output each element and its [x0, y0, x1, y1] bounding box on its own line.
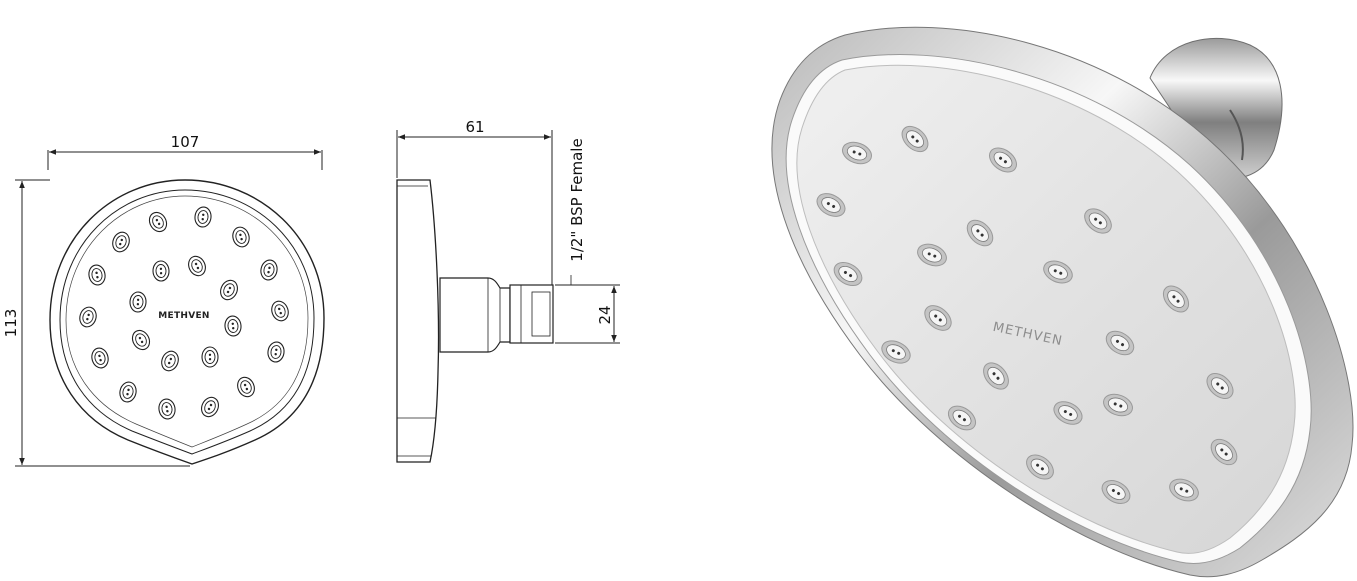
render-nozzle	[1162, 285, 1190, 313]
depth-dimension-label: 61	[465, 118, 484, 136]
render-nozzle	[1053, 401, 1083, 425]
front-nozzle	[237, 376, 255, 398]
head-outline-face	[65, 195, 309, 448]
front-nozzle	[79, 306, 97, 328]
render-face	[796, 64, 1296, 554]
front-nozzle	[161, 350, 179, 372]
front-nozzle	[148, 211, 168, 233]
render-nozzle	[924, 305, 952, 331]
head-outline-inner	[59, 189, 315, 455]
front-nozzle	[220, 279, 238, 301]
height-dimension-label: 113	[2, 309, 20, 338]
width-dimension-label: 107	[171, 133, 200, 151]
front-nozzle	[88, 264, 106, 286]
render-nozzle	[983, 362, 1009, 390]
render-nozzle	[917, 243, 947, 267]
render-nozzle	[1043, 260, 1073, 284]
front-nozzle	[129, 291, 147, 313]
render-nozzle	[1206, 373, 1234, 399]
render-nozzle	[901, 125, 929, 153]
render-nozzle	[816, 193, 846, 217]
front-nozzle	[267, 341, 285, 363]
front-nozzle	[271, 300, 289, 322]
front-nozzle	[224, 315, 242, 337]
product-render: METHVEN	[771, 26, 1354, 578]
head-outline-outer	[49, 179, 325, 465]
front-nozzles	[79, 206, 289, 420]
front-nozzle	[91, 347, 109, 369]
render-nozzle	[1103, 393, 1133, 417]
render-nozzle	[841, 141, 873, 165]
side-view: 61 24 1/2" BSP Female	[396, 118, 620, 463]
render-nozzle	[833, 261, 863, 287]
render-nozzle	[1169, 478, 1199, 502]
front-nozzle	[232, 226, 250, 248]
front-view: 107 113 METHVEN	[2, 133, 325, 467]
front-nozzle	[158, 398, 176, 420]
connector-dimension-label: 24	[596, 305, 614, 324]
render-nozzle	[989, 147, 1017, 173]
side-arm-body	[439, 277, 511, 353]
front-nozzle	[200, 396, 220, 418]
render-nozzle	[881, 340, 911, 364]
side-connector	[509, 284, 554, 344]
front-nozzle	[260, 259, 278, 281]
render-nozzles	[816, 125, 1238, 504]
side-head-profile	[396, 179, 440, 463]
render-nozzle	[1210, 438, 1238, 466]
thread-spec-label: 1/2" BSP Female	[568, 138, 586, 261]
render-nozzle	[966, 219, 994, 247]
render-nozzle	[947, 405, 977, 431]
front-nozzle	[194, 206, 212, 228]
front-nozzle	[112, 231, 130, 253]
front-nozzle	[152, 260, 170, 282]
front-nozzle	[188, 255, 206, 277]
front-nozzle	[131, 329, 151, 351]
render-nozzle	[1101, 480, 1131, 504]
front-nozzle	[201, 346, 219, 368]
render-arm	[1149, 37, 1283, 179]
front-nozzle	[119, 381, 137, 403]
render-nozzle	[1084, 208, 1112, 234]
render-nozzle	[1105, 330, 1135, 356]
render-nozzle	[1026, 454, 1054, 480]
front-brand-logo: METHVEN	[158, 311, 210, 321]
